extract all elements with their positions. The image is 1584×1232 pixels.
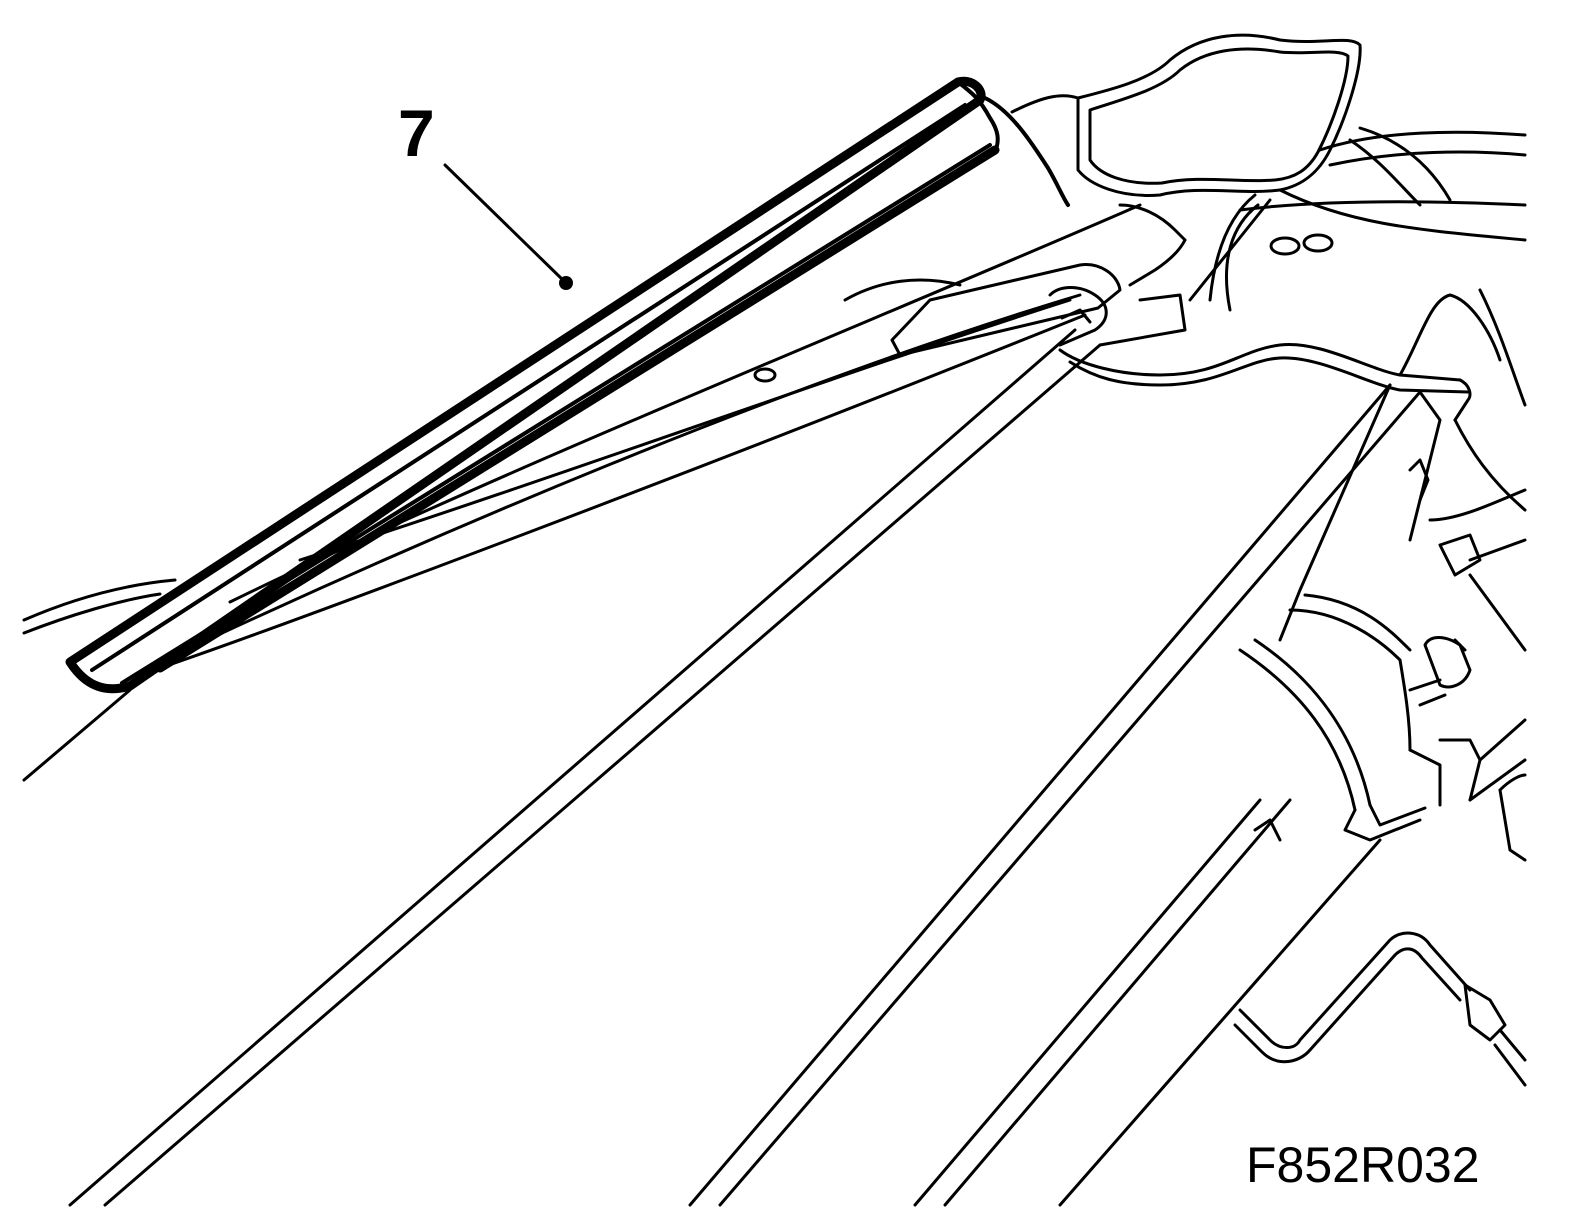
structural-rails (688, 383, 1442, 1207)
curved-cross-member (1238, 593, 1442, 842)
lower-right-pipe (1233, 818, 1527, 1087)
lower-trim-strip (158, 203, 1142, 670)
windscreen-edge-lines (22, 328, 1102, 1207)
leader-dot (559, 276, 573, 290)
figure-code: F852R032 (1246, 1137, 1480, 1193)
callout-leader (443, 163, 573, 290)
body-contour (1058, 288, 1527, 422)
roof-moulding-strip (65, 76, 1000, 694)
right-fasteners (1408, 418, 1527, 862)
callout-number-7: 7 (398, 96, 435, 170)
center-bracket (843, 193, 1272, 357)
roof-panel-edge (983, 94, 1080, 207)
cutaway-section (1076, 33, 1362, 197)
upper-right-body (1238, 126, 1527, 256)
left-curves (22, 578, 177, 635)
